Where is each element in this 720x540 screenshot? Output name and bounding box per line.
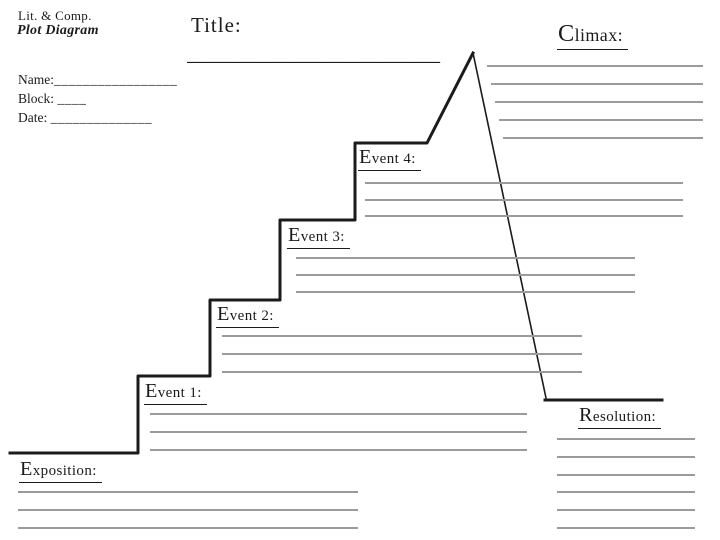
date-field-row: Date: ______________ — [18, 108, 177, 127]
title-label: Title: — [191, 13, 242, 37]
label-climax: Climax: — [557, 20, 629, 50]
date-label: Date: — [18, 110, 48, 125]
plot-falling-action-line — [472, 52, 547, 399]
writing-line-resolution-5 — [557, 509, 695, 511]
label-event-3: Event 3: — [287, 224, 350, 250]
name-field-row: Name:_________________ — [18, 70, 177, 89]
writing-line-climax-3 — [495, 101, 703, 103]
block-label: Block: — [18, 91, 54, 106]
writing-line-exposition-1 — [18, 491, 358, 493]
block-blank-line: ____ — [57, 91, 87, 106]
writing-line-event3-3 — [296, 291, 635, 293]
label-event-1: Event 1: — [144, 380, 207, 406]
writing-line-event1-1 — [150, 413, 527, 415]
writing-line-climax-2 — [491, 83, 703, 85]
writing-line-exposition-2 — [18, 509, 358, 511]
writing-line-event2-3 — [222, 371, 582, 373]
writing-line-resolution-3 — [557, 474, 695, 476]
writing-line-event2-1 — [222, 335, 582, 337]
writing-line-event3-1 — [296, 257, 635, 259]
writing-line-event4-1 — [365, 182, 683, 184]
student-fields: Name:_________________ Block: ____ Date:… — [18, 70, 177, 127]
writing-line-event2-2 — [222, 353, 582, 355]
label-exposition: Exposition: — [19, 458, 102, 484]
block-field-row: Block: ____ — [18, 89, 177, 108]
writing-line-event1-3 — [150, 449, 527, 451]
writing-line-resolution-2 — [557, 456, 695, 458]
writing-line-resolution-4 — [557, 491, 695, 493]
writing-line-climax-1 — [487, 65, 703, 67]
label-event-2: Event 2: — [216, 303, 279, 329]
writing-line-resolution-6 — [557, 527, 695, 529]
writing-line-resolution-1 — [557, 438, 695, 440]
worksheet-title: Plot Diagram — [17, 23, 99, 38]
plot-staircase-rising-line — [8, 50, 476, 455]
writing-line-climax-4 — [499, 119, 703, 121]
label-event-4: Event 4: — [358, 146, 421, 172]
writing-line-event4-2 — [365, 199, 683, 201]
title-blank-line: _______________________ — [187, 40, 440, 65]
writing-line-climax-5 — [503, 137, 703, 139]
writing-line-event3-2 — [296, 274, 635, 276]
date-blank-line: ______________ — [50, 110, 153, 125]
writing-line-event4-3 — [365, 215, 683, 217]
name-blank-line: _________________ — [54, 72, 178, 87]
name-label: Name: — [18, 72, 54, 87]
writing-line-event1-2 — [150, 431, 527, 433]
label-resolution: Resolution: — [578, 404, 662, 430]
course-name: Lit. & Comp. — [18, 8, 92, 23]
writing-line-exposition-3 — [18, 527, 358, 529]
